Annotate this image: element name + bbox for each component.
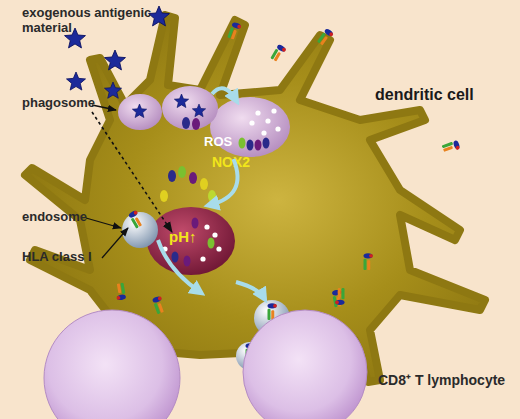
peptide: [182, 117, 190, 129]
leader-line: [92, 105, 116, 110]
traffic-arrow: [158, 240, 200, 292]
antigen-star: [66, 72, 85, 90]
hla-molecule: [128, 210, 145, 229]
hla-molecule: [227, 22, 242, 41]
callout-label: CD8⁺ T lymphocyte: [378, 372, 518, 388]
ros-dot: [271, 108, 276, 113]
peptide: [255, 140, 262, 151]
ros-phagosome: ROSNOX2: [208, 95, 292, 159]
antigen-star: [104, 82, 121, 98]
node-text: pH↑: [169, 229, 197, 246]
ros-dot: [261, 130, 266, 135]
vesicle-body: [147, 207, 235, 275]
peptide: [192, 218, 199, 229]
ros-dot: [249, 120, 254, 125]
hla-molecule: [152, 295, 167, 314]
hla-molecule: [364, 253, 373, 270]
tcr-molecule: [335, 288, 344, 305]
cell-outline: [20, 10, 500, 390]
antigen-star: [149, 6, 170, 26]
peptide: [172, 252, 179, 263]
ros-dot: [265, 118, 270, 123]
peptide: [168, 170, 176, 182]
ros-dot: [200, 256, 205, 261]
peptide: [189, 172, 197, 184]
ros-dot: [204, 224, 209, 229]
vesicle-outline: [208, 95, 292, 159]
traffic-arrow: [212, 88, 236, 100]
peptide: [178, 166, 186, 178]
ros-dot: [216, 246, 221, 251]
ros-dot: [255, 110, 260, 115]
node-text: NOX2: [212, 155, 250, 170]
hla-molecule: [246, 343, 255, 360]
antigen-star: [65, 28, 86, 48]
peptide: [263, 138, 270, 149]
traffic-arrow: [262, 336, 267, 352]
t-lymphocyte: [44, 310, 180, 419]
peptide: [239, 138, 246, 149]
peptide: [208, 238, 215, 249]
antigen-star: [174, 94, 188, 108]
traffic-arrow: [236, 282, 264, 298]
acidic-phagosome: pH↑: [145, 205, 237, 277]
peptide: [208, 190, 216, 202]
dotted-arrow: [92, 112, 172, 232]
hla-molecule: [268, 303, 277, 320]
antigen-star: [105, 50, 126, 70]
vesicle: [254, 300, 290, 336]
peptide: [192, 118, 200, 130]
ros-dot: [275, 126, 280, 131]
callout-label: phagosome: [22, 96, 112, 111]
tcr-molecule: [114, 283, 126, 301]
hla-molecule: [332, 289, 344, 307]
peptide: [184, 256, 191, 267]
hla-molecule: [442, 140, 461, 155]
cell-body: [25, 15, 485, 385]
dendritic-cell: dendritic cellROSNOX2pH↑: [20, 10, 500, 390]
hla-molecule: [270, 44, 287, 63]
phagosome: [162, 86, 218, 130]
leader-line: [102, 228, 128, 258]
peptide: [200, 178, 208, 190]
vesicle: [236, 342, 264, 370]
peptide: [160, 190, 168, 202]
ros-dot: [212, 232, 217, 237]
peptide: [247, 140, 254, 151]
ros-dot: [162, 246, 167, 251]
endosome: [122, 212, 158, 248]
callout-label: exogenous antigenic material: [22, 6, 162, 36]
t-lymphocyte: [243, 310, 367, 419]
node-text: ROS: [204, 135, 232, 149]
antigen-star: [192, 104, 205, 117]
antigen-star: [132, 104, 146, 118]
phagosome: [118, 94, 162, 130]
hla-molecule: [317, 28, 334, 47]
connector-arrow: [210, 159, 238, 205]
node-text: dendritic cell: [375, 86, 474, 104]
leader-line: [86, 218, 121, 228]
